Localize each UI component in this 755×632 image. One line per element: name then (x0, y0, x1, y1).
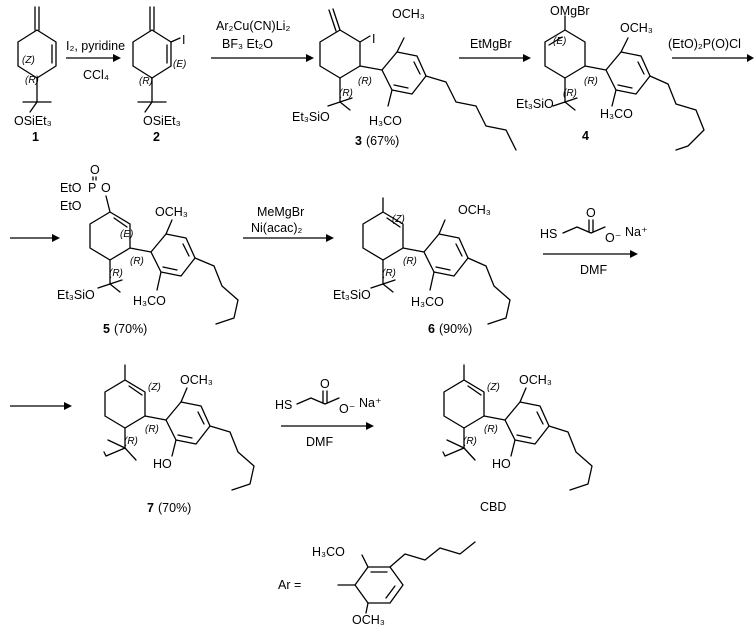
solvent-dmf: DMF (306, 435, 333, 449)
stereo-r-label: (R) (484, 424, 498, 435)
phosphate-eto-label: EtO (60, 181, 82, 195)
phenol-label: HO (492, 457, 511, 471)
reagent-carboxylate-label: O⁻ (605, 231, 621, 245)
reagent-sodium-label: Na⁺ (625, 225, 648, 239)
reagent-carbonyl-o-label: O (320, 377, 330, 391)
methoxy-label-2: H₃CO (411, 295, 444, 309)
silyl-ether-label: Et₃SiO (516, 97, 554, 111)
reagent-phosphoryl: (EtO)₂P(O)Cl (668, 37, 741, 51)
reagent-etmgbr: EtMgBr (470, 37, 512, 51)
silyl-ether-label: Et₃SiO (333, 288, 371, 302)
methoxy-label-2: H₃CO (133, 294, 166, 308)
stereo-r-label-2: (R) (563, 88, 577, 99)
stereo-e-label: (E) (173, 59, 186, 70)
compound-7-id: 7 (147, 501, 154, 515)
arrow-step-6: HS O O⁻ Na⁺ DMF (540, 206, 648, 277)
methoxy-label-2: H₃CO (369, 114, 402, 128)
stereo-r-label: (R) (403, 256, 417, 267)
stereo-r-label-2: (R) (109, 268, 123, 279)
stereo-e-label: (E) (120, 229, 133, 240)
arrow-step-7: HS O O⁻ Na⁺ DMF (275, 377, 382, 449)
arrow-into-7 (10, 402, 72, 410)
stereo-z-label: (Z) (22, 55, 35, 66)
iodo-label: I (182, 33, 185, 47)
phosphate-o-label: O (90, 163, 100, 177)
enolate-label: OMgBr (550, 4, 590, 18)
reagent-ni-acac: Ni(acac)₂ (251, 221, 303, 235)
yield-6: (90%) (439, 322, 472, 336)
silyl-ether-label: OSiEt₃ (14, 114, 52, 128)
compound-cbd: (Z) OCH₃ HO (R) (R) CBD (442, 364, 593, 514)
reagent-memgbr: MeMgBr (257, 205, 304, 219)
compound-3: I OCH₃ H₃CO Et₃SiO (R) (R) 3 (67%) (292, 7, 517, 151)
phosphate-ester-o-label: O (101, 181, 111, 195)
reagent-hs-label: HS (275, 398, 292, 412)
stereo-r-label: (R) (139, 76, 153, 87)
yield-3: (67%) (366, 134, 399, 148)
silyl-ether-label: OSiEt₃ (143, 114, 181, 128)
stereo-r-label-2: (R) (339, 88, 353, 99)
reagent-iodine-pyridine: I₂, pyridine (66, 39, 125, 53)
stereo-r-label-2: (R) (124, 436, 138, 447)
stereo-z-label: (Z) (392, 214, 405, 225)
arrow-step-3: EtMgBr (459, 37, 531, 62)
ar-equals-label: Ar = (278, 578, 301, 592)
solvent-dmf: DMF (580, 263, 607, 277)
methoxy-label: OCH₃ (180, 373, 213, 387)
compound-2-id: 2 (153, 130, 160, 144)
compound-1: (Z) (R) OSiEt₃ 1 (14, 6, 57, 144)
compound-3-id: 3 (355, 134, 362, 148)
compound-5-id: 5 (103, 322, 110, 336)
methoxy-label: OCH₃ (392, 7, 425, 21)
compound-1-id: 1 (32, 130, 39, 144)
cbd-label: CBD (480, 500, 506, 514)
arrow-step-5: MeMgBr Ni(acac)₂ (243, 205, 334, 242)
compound-2: I (E) (R) OSiEt₃ 2 (132, 6, 186, 144)
phosphate-p-label: P (88, 181, 96, 195)
compound-6: (Z) OCH₃ H₃CO Et₃SiO (R) (R) 6 (90%) (333, 197, 511, 336)
yield-5: (70%) (114, 322, 147, 336)
compound-7: (Z) OCH₃ HO (R) (R) 7 (70%) (103, 364, 255, 515)
methoxy-label: OCH₃ (155, 205, 188, 219)
reagent-hs-label: HS (540, 227, 557, 241)
stereo-z-label: (Z) (148, 382, 161, 393)
compound-4-id: 4 (582, 129, 589, 143)
silyl-ether-label: Et₃SiO (57, 288, 95, 302)
methoxy-label-2: H₃CO (600, 107, 633, 121)
methoxy-label: OCH₃ (620, 21, 653, 35)
reagent-sodium-label: Na⁺ (359, 396, 382, 410)
stereo-r-label: (R) (145, 424, 159, 435)
stereo-r-label: (R) (584, 76, 598, 87)
compound-4: OMgBr (E) OCH₃ H₃CO Et₃SiO (R) (R) 4 (516, 4, 705, 151)
methoxy-label-2: OCH₃ (352, 613, 385, 627)
arrow-step-1: I₂, pyridine CCl₄ (66, 39, 125, 82)
stereo-r-label: (R) (358, 76, 372, 87)
methoxy-label: H₃CO (312, 545, 345, 559)
stereo-r-label: (R) (130, 256, 144, 267)
arrow-into-5 (10, 234, 60, 242)
compound-5: O EtO P O EtO (E) OCH₃ H₃CO Et₃SiO (R) (… (57, 163, 239, 336)
stereo-e-label: (E) (553, 36, 566, 47)
yield-7: (70%) (158, 501, 191, 515)
methoxy-label: OCH₃ (458, 203, 491, 217)
phenol-label: HO (153, 457, 172, 471)
reagent-carbonyl-o-label: O (586, 206, 596, 220)
compound-6-id: 6 (428, 322, 435, 336)
stereo-z-label: (Z) (487, 382, 500, 393)
methoxy-label: OCH₃ (519, 373, 552, 387)
reagent-cuprate: Ar₂Cu(CN)Li₂ (216, 19, 290, 33)
stereo-r-label-2: (R) (382, 268, 396, 279)
solvent-ccl4: CCl₄ (83, 68, 109, 82)
reagent-carboxylate-label: O⁻ (339, 402, 355, 416)
arrow-step-2: Ar₂Cu(CN)Li₂ BF₃ Et₂O (211, 19, 314, 62)
stereo-r-label: (R) (25, 75, 39, 86)
aryl-definition: Ar = H₃CO OCH₃ (278, 541, 476, 627)
iodo-label: I (372, 32, 375, 46)
arrow-step-4: (EtO)₂P(O)Cl (668, 37, 754, 62)
stereo-r-label-2: (R) (463, 436, 477, 447)
silyl-ether-label: Et₃SiO (292, 110, 330, 124)
phosphate-eto-label-2: EtO (60, 199, 82, 213)
reagent-bf3: BF₃ Et₂O (222, 37, 273, 51)
